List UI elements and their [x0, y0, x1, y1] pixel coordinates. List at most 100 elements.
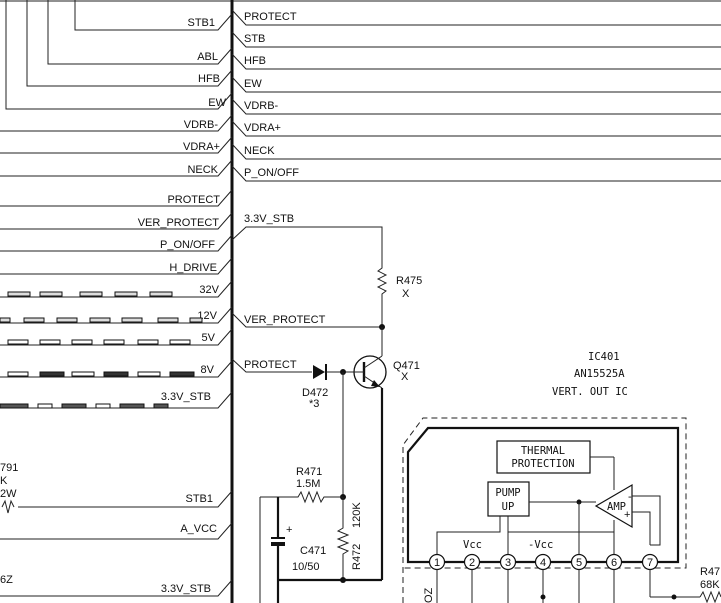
q471-ref: Q471: [393, 360, 420, 372]
rwire-vdra: [231, 120, 721, 137]
thermal-protection-block: [496, 440, 591, 474]
pin-num-2: 2: [469, 557, 475, 569]
fragment-68k: 68K: [700, 579, 720, 591]
rwire-ver-protect: [231, 312, 382, 328]
ic-dashed-outline: [402, 417, 687, 603]
pin-num-5: 5: [576, 557, 582, 569]
fragment-k: K: [0, 475, 8, 487]
rlabel-neck: NECK: [244, 145, 275, 157]
ic-pins: 1 2 3 4 5 6 7: [428, 553, 659, 571]
label-vdra: VDRA+: [183, 141, 220, 153]
label-32v: 32V: [199, 284, 219, 296]
c471-plus: +: [286, 524, 292, 536]
ic-part: AN15525A: [574, 368, 625, 380]
wire-p-on-off: [0, 234, 233, 252]
thermal-line1: THERMAL: [521, 445, 565, 457]
label-stb33-mid: 3.3V_STB: [161, 391, 211, 403]
d472-ref: D472: [302, 387, 328, 399]
rlabel-p-on-off: P_ON/OFF: [244, 167, 299, 179]
node-pin4: [540, 594, 546, 600]
rlabel-hfb: HFB: [244, 55, 266, 67]
ic-pin-2: [463, 553, 481, 571]
label-8v: 8V: [201, 364, 215, 376]
thermal-line2: PROTECTION: [511, 458, 574, 470]
node-pin7: [671, 594, 677, 600]
pump-up-block: [487, 481, 530, 517]
c471-val: 10/50: [292, 561, 320, 573]
vcc-label: Vcc: [463, 539, 482, 551]
ic-pin-7: [641, 553, 659, 571]
label-stb1-top: STB1: [187, 17, 215, 29]
wire-12v: [0, 306, 233, 324]
wire-amp-in: [632, 511, 651, 545]
dashes-stb33: [0, 403, 169, 409]
wire-stb33-bottom: [0, 579, 233, 597]
pin-num-1: 1: [434, 557, 440, 569]
r472-resistor: [336, 497, 350, 580]
label-a-vcc: A_VCC: [180, 523, 217, 535]
fragment-6z: 6Z: [0, 574, 13, 586]
label-stb33-bottom: 3.3V_STB: [161, 583, 211, 595]
wire-vdra: [0, 136, 233, 154]
amp-plus: +: [624, 509, 630, 521]
r471-resistor: [260, 490, 343, 504]
pump-line2: UP: [502, 501, 515, 513]
pin-num-3: 3: [505, 557, 511, 569]
label-abl: ABL: [197, 51, 218, 63]
wire-ew: [5, 0, 233, 110]
wire-protect: [0, 189, 233, 207]
r471-val: 1.5M: [296, 478, 320, 490]
rwire-stb33: [231, 226, 383, 262]
fragment-791: 791: [0, 462, 18, 474]
r472-ref: R472: [351, 544, 363, 570]
fragment-2w: 2W: [0, 488, 17, 500]
label-ew: EW: [208, 97, 226, 109]
dashes-12v: [0, 317, 203, 323]
fragment-oz: OZ: [423, 587, 435, 603]
wire-a-vcc: [0, 522, 233, 540]
wire-8v: [0, 360, 233, 378]
c471-ref: C471: [300, 545, 326, 557]
rwire-p-on-off: [231, 165, 721, 182]
ic-pin-3: [499, 553, 517, 571]
pump-line1: PUMP: [495, 487, 520, 499]
protection-circuit: R475 X Q471 X D472 *3 R471 1.5M R472 120…: [259, 262, 422, 603]
amp-label: AMP: [607, 501, 626, 513]
ic-body: [406, 426, 680, 564]
wire-amp-feedback: [632, 495, 661, 546]
rwire-ew: [231, 76, 721, 93]
pin-num-4: 4: [540, 557, 546, 569]
rwire-protect: [231, 9, 721, 26]
amp-minus: -: [628, 491, 632, 503]
fragment-resistor: [1, 499, 15, 514]
dashes-32v: [7, 291, 173, 297]
rwire-hfb: [231, 53, 721, 70]
fragment-r47-resistor: [699, 590, 721, 603]
d472-diode-icon: [313, 365, 325, 379]
label-neck: NECK: [187, 164, 218, 176]
label-hfb: HFB: [198, 73, 220, 85]
ic-pin-6: [605, 553, 623, 571]
q471-emitter-arrow: [371, 380, 380, 387]
pin-num-7: 7: [647, 557, 653, 569]
rlabel-vdra: VDRA+: [244, 122, 281, 134]
rwire-vdrb: [231, 98, 721, 115]
rwire-protect2: [231, 358, 312, 373]
ic-pin-1: [428, 553, 446, 571]
wire-stb1-top: [74, 0, 233, 31]
rlabel-stb: STB: [244, 33, 265, 45]
ic-pin-5: [570, 553, 588, 571]
d472-note: *3: [309, 398, 319, 410]
wire-5v: [0, 328, 233, 346]
q471-collector-leg: [363, 355, 383, 369]
left-signals: STB1 ABL HFB EW VDRB- VDRA+ NECK PROTECT…: [0, 0, 233, 597]
label-5v: 5V: [202, 332, 216, 344]
amp-block: [594, 483, 633, 529]
ic-ref: IC401: [588, 351, 620, 363]
ic-desc: VERT. OUT IC: [552, 386, 628, 398]
dashes-5v: [7, 339, 191, 345]
rwire-stb: [231, 31, 721, 48]
wire-h-drive: [0, 257, 233, 275]
label-ver-protect: VER_PROTECT: [138, 217, 220, 229]
